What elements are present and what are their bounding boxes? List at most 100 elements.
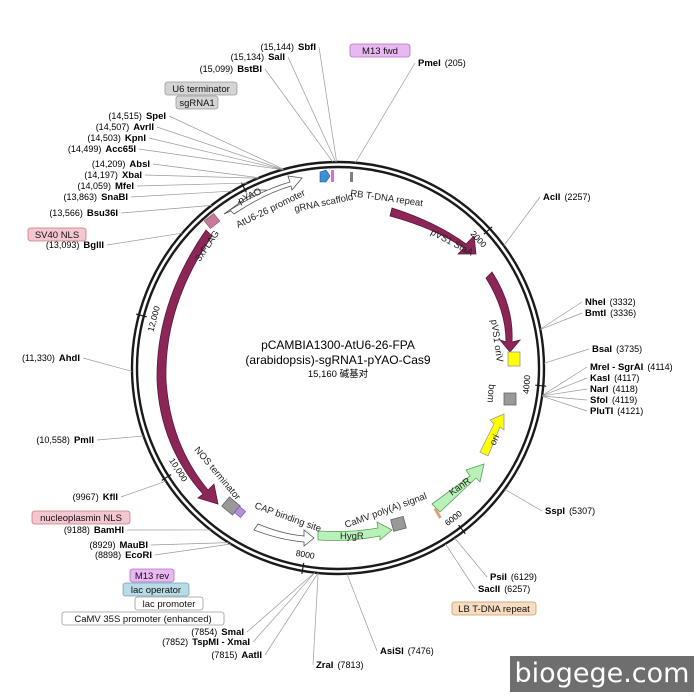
- site-label[interactable]: (14,503)KpnI: [87, 133, 146, 144]
- label-nos-terminator: NOS terminator: [192, 445, 243, 503]
- tick-label: 12,000: [146, 305, 162, 333]
- site-label[interactable]: (14,515)SpeI: [108, 111, 166, 122]
- label-camv-polya: CaMV poly(A) signal: [343, 491, 428, 531]
- boxed-label-bg: [349, 43, 411, 58]
- site-label[interactable]: (13,093)BglII: [46, 240, 104, 251]
- site-leader: [136, 182, 248, 187]
- boxed-label-bg: [134, 596, 204, 611]
- site-leader: [540, 312, 583, 330]
- boxed-label-bg: [61, 611, 225, 626]
- boxed-label[interactable]: sgRNA1: [179, 98, 214, 109]
- feature-bom[interactable]: [503, 392, 517, 406]
- site-label[interactable]: BsaI(3735): [592, 344, 642, 355]
- feature-hygr[interactable]: [317, 521, 393, 541]
- feature-ori[interactable]: [479, 413, 505, 457]
- site-label[interactable]: (14,059)MfeI: [77, 181, 134, 192]
- site-label[interactable]: PluTI(4121): [590, 406, 643, 417]
- tick-mark: [301, 562, 305, 574]
- site-label[interactable]: (8898)EcoRI: [95, 550, 152, 561]
- site-label[interactable]: ZraI(7813): [316, 660, 363, 671]
- site-leader: [264, 572, 319, 656]
- label-rb-tdna: RB T-DNA repeat: [350, 188, 424, 209]
- backbone-outer: [130, 160, 546, 576]
- feature-cas9[interactable]: [156, 229, 219, 505]
- boxed-label-bg: [31, 510, 131, 525]
- site-label[interactable]: SfoI(4119): [590, 395, 637, 406]
- feature-sgrna-mark[interactable]: [331, 170, 334, 182]
- site-label[interactable]: AclI(2257): [543, 192, 590, 203]
- site-label[interactable]: MreI - SgrAI(4114): [590, 362, 673, 373]
- site-label[interactable]: (14,209)AbsI: [92, 159, 150, 170]
- site-label[interactable]: (8929)MauBI: [89, 540, 148, 551]
- tick-mark: [483, 226, 493, 235]
- site-label[interactable]: (13,863)SnaBI: [64, 192, 128, 203]
- boxed-label[interactable]: LB T-DNA repeat: [458, 604, 530, 615]
- tick-mark: [240, 182, 247, 193]
- plasmid-name-line1: pCAMBIA1300-AtU6-26-FPA: [261, 338, 415, 352]
- site-label[interactable]: (15,134)SalI: [231, 52, 285, 63]
- label-cas9: Cas9: [147, 348, 158, 370]
- boxed-label[interactable]: M13 rev: [135, 571, 170, 582]
- site-label[interactable]: (14,507)AvrII: [96, 122, 154, 133]
- tick-label: 4000: [521, 374, 533, 394]
- site-label[interactable]: BmtI(3336): [585, 308, 636, 319]
- site-leader: [264, 68, 334, 163]
- site-label[interactable]: (7852)TspMI - XmaI: [162, 637, 250, 648]
- feature-camv-polya[interactable]: [390, 515, 407, 532]
- boxed-label[interactable]: SV40 NLS: [35, 230, 79, 241]
- site-label[interactable]: (11,330)AhdI: [22, 353, 80, 364]
- feature-lac-marks[interactable]: [233, 505, 247, 519]
- feature-pvs1-oriv[interactable]: [507, 351, 521, 367]
- site-label[interactable]: (7854)SmaI: [191, 627, 244, 638]
- feature-pvs1-repa[interactable]: [485, 271, 522, 353]
- site-leader: [346, 573, 378, 652]
- site-leader: [542, 395, 588, 401]
- boxed-label[interactable]: lac operator: [131, 585, 181, 596]
- site-leader: [148, 137, 283, 170]
- tick-mark: [161, 473, 172, 481]
- boxed-label-bg: [164, 81, 238, 96]
- boxed-label[interactable]: U6 terminator: [172, 84, 230, 95]
- site-label[interactable]: (14,197)XbaI: [84, 170, 142, 181]
- site-leader: [454, 537, 488, 578]
- site-label[interactable]: PsiI(6129): [490, 572, 537, 583]
- site-leader: [154, 543, 232, 556]
- feature-rb-tdna[interactable]: [350, 172, 353, 182]
- feature-arrows: [156, 169, 522, 547]
- feature-atu6-promoter[interactable]: [229, 175, 303, 215]
- boxed-label-bg: [27, 227, 87, 242]
- feature-pvs1-staa[interactable]: [389, 207, 477, 255]
- site-label[interactable]: (9188)BamHI: [64, 525, 124, 536]
- boxed-label[interactable]: nucleoplasmin NLS: [40, 513, 122, 524]
- site-label[interactable]: NarI(4118): [590, 384, 638, 395]
- site-label[interactable]: (15,144)SbfI: [261, 42, 316, 53]
- site-label[interactable]: (15,099)BstBI: [200, 64, 262, 75]
- feature-cap-binding[interactable]: [253, 523, 315, 547]
- site-label[interactable]: NheI(3332): [585, 297, 636, 308]
- feature-3xflag[interactable]: [203, 212, 221, 230]
- feature-grna-scaffold[interactable]: [319, 169, 331, 183]
- site-label[interactable]: (7815)AatII: [211, 650, 262, 661]
- site-label[interactable]: (10,558)PmlI: [36, 435, 94, 446]
- boxed-label-bg: [129, 568, 175, 583]
- tick-mark: [135, 313, 147, 318]
- site-label[interactable]: SacII(6257): [478, 584, 530, 595]
- boxed-label[interactable]: lac promoter: [143, 599, 196, 610]
- site-leader: [503, 196, 541, 246]
- site-label[interactable]: (9967)KflI: [73, 492, 118, 503]
- site-leader: [355, 62, 416, 163]
- site-label[interactable]: SspI(5307): [545, 506, 595, 517]
- site-leader: [541, 395, 588, 412]
- site-label[interactable]: (14,499)Acc65I: [68, 144, 136, 155]
- feature-lb-tdna[interactable]: [433, 507, 442, 519]
- site-label[interactable]: (13,566)Bsu36I: [49, 208, 118, 219]
- feature-kanr[interactable]: [431, 463, 485, 513]
- backbone-inner: [135, 165, 541, 571]
- boxed-label-bg: [122, 582, 190, 597]
- site-label[interactable]: PmeI(205): [418, 58, 466, 69]
- site-label[interactable]: KasI(4117): [590, 373, 639, 384]
- boxed-label[interactable]: M13 fwd: [362, 46, 398, 57]
- boxed-label[interactable]: CaMV 35S promoter (enhanced): [74, 614, 211, 625]
- site-label[interactable]: AsiSI(7476): [380, 646, 434, 657]
- site-leader: [318, 46, 337, 163]
